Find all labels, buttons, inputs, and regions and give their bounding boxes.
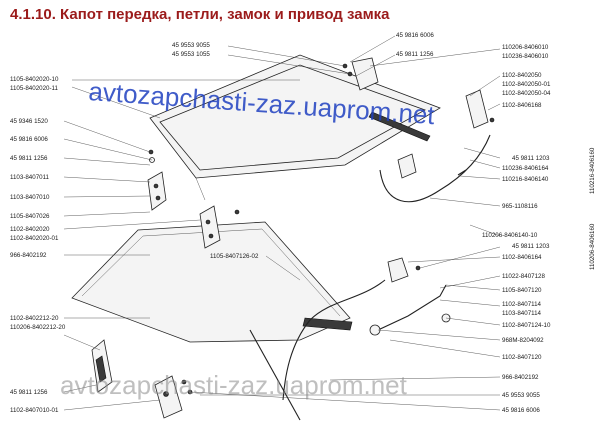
leader-lines-right xyxy=(189,35,501,411)
label-right: 968M-8204092 xyxy=(502,337,544,344)
label-right: 1102-8407124-10 xyxy=(502,322,551,329)
label-right: 45 9811 1203 xyxy=(512,155,550,162)
label-right-vertical: 110206-8406160 xyxy=(589,223,596,270)
label-right-vertical: 110216-8406160 xyxy=(589,147,596,194)
leader-lines-left xyxy=(63,45,351,411)
label-left: 1103-8407010 xyxy=(10,194,50,201)
label-left: 1102-8402212-20 xyxy=(10,315,59,322)
release-cable-lower xyxy=(282,279,386,401)
release-cable-sheath xyxy=(457,169,467,176)
release-handle-lower xyxy=(387,257,421,283)
lock-bracket-mid xyxy=(397,153,417,179)
label-right: 966-8402192 xyxy=(502,374,539,381)
label-left: 1102-8402020-01 xyxy=(10,235,59,242)
label-left: 1105-8402020-11 xyxy=(10,85,58,92)
label-right: 45 9816 6006 xyxy=(396,32,434,39)
label-left: 1103-8407011 xyxy=(10,174,50,181)
label-left: 1105-8407026 xyxy=(10,213,50,220)
hinge-left-bottom-2 xyxy=(154,375,183,419)
label-left: 45 9811 1256 xyxy=(10,155,48,162)
label-left: 1102-8407010-01 xyxy=(10,407,59,414)
page-title: 4.1.10. Капот передка, петли, замок и пр… xyxy=(10,6,390,23)
label-left: 1102-8402020 xyxy=(10,226,50,233)
watermark-bottom: avtozapchasti-zaz.uaprom.net xyxy=(60,370,408,400)
label-right: 45 9553 9055 xyxy=(502,392,540,399)
label-right: 45 9811 1256 xyxy=(396,51,434,58)
hood-prop-rod xyxy=(249,329,301,421)
label-right: 1102-8402050-01 xyxy=(502,81,551,88)
seal-strip-bottom xyxy=(302,317,353,331)
label-right: 45 9816 6006 xyxy=(502,407,540,414)
label-right: 110236-8406164 xyxy=(502,165,549,172)
label-left: 110206-8402212-20 xyxy=(10,324,66,331)
label-left: 45 9811 1256 xyxy=(10,389,48,396)
label-right: 1102-8402050-04 xyxy=(502,90,551,97)
label-left: 45 9346 1520 xyxy=(10,118,48,125)
label-right: 1102-8406164 xyxy=(502,254,542,261)
label-left: 45 9816 6006 xyxy=(10,136,48,143)
release-rod xyxy=(377,284,447,331)
label-right: 1102-8402050 xyxy=(502,72,542,79)
label-right: 1105-8407120 xyxy=(502,287,542,294)
label-right: 110236-8406010 xyxy=(502,53,549,60)
label-left: 1105-8402020-10 xyxy=(10,76,59,83)
label-right: 110206-8406010 xyxy=(502,44,549,51)
label-right: 965-1108116 xyxy=(502,203,538,210)
label-left: 45 9553 9055 xyxy=(172,42,210,49)
label-right: 45 9811 1203 xyxy=(512,243,550,250)
hood-panel-upper-inner xyxy=(159,64,426,171)
label-right: 110216-8406140 xyxy=(502,176,549,183)
release-grommet xyxy=(369,313,451,336)
hood-panel-upper-edge xyxy=(195,177,206,201)
seal-strip-top xyxy=(368,111,431,142)
label-left: 966-8402192 xyxy=(10,252,47,259)
label-right: 11022-8407128 xyxy=(502,273,545,280)
label-right: 1102-8407114 xyxy=(502,301,542,308)
hinge-left-bottom xyxy=(91,339,113,393)
label-right: 110206-8406140-10 xyxy=(482,232,538,239)
hinge-left-middle xyxy=(199,205,221,249)
label-left: 45 9553 1055 xyxy=(172,51,210,58)
label-right: 1102-8407120 xyxy=(502,354,542,361)
release-cable-upper xyxy=(379,134,491,203)
label-right: 1103-8407114 xyxy=(502,310,542,317)
lock-lever-right xyxy=(465,89,495,129)
label-right: 1102-8406168 xyxy=(502,102,542,109)
hinge-left-top xyxy=(147,171,167,211)
hood-panel-lower xyxy=(71,221,351,343)
label-left: 1105-8407126-02 xyxy=(210,253,259,260)
